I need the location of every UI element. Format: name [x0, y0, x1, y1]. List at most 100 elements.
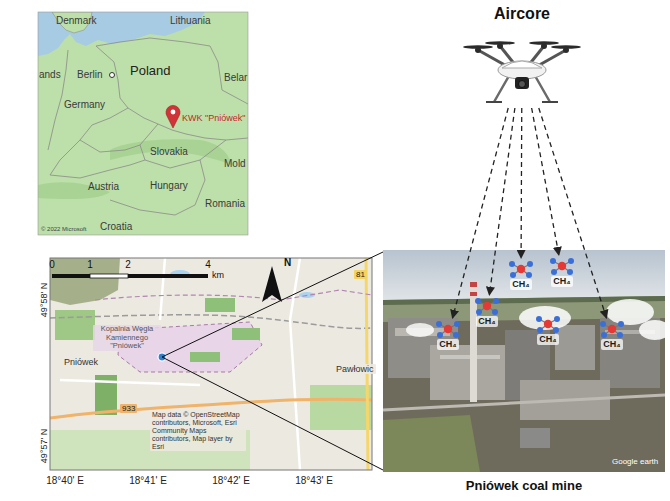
- location-pin: [166, 105, 180, 128]
- methane-molecule: CH₄: [533, 315, 563, 345]
- aerial-photo: [383, 250, 665, 472]
- hydrogen-atom: [550, 258, 556, 264]
- minor-road: [290, 258, 300, 470]
- drone-shell: [502, 61, 542, 68]
- sampling-arrow: [489, 108, 515, 295]
- photo-parking: [520, 428, 550, 448]
- drone-body: [498, 61, 546, 79]
- country-name: Austria: [88, 181, 119, 193]
- country-name: Germany: [64, 99, 105, 111]
- scale-bar: [52, 274, 208, 278]
- photo-caption: Pniówek coal mine: [383, 478, 665, 493]
- methane-molecule: CH₄: [506, 260, 536, 290]
- drone-foot: [486, 101, 558, 103]
- watermark: Google earth: [612, 457, 658, 466]
- place-name: Pawłowic: [334, 364, 376, 374]
- drone-motor: [475, 47, 481, 53]
- map-ground: [50, 258, 372, 470]
- molecule-label: CH₄: [510, 279, 531, 290]
- carbon-atom: [444, 325, 452, 333]
- country-name: Mold: [224, 158, 246, 170]
- molecule-icon: [507, 260, 535, 279]
- latitude-label: 49°58' N: [39, 283, 49, 317]
- molecule-label: CH₄: [476, 316, 497, 327]
- hydrogen-atom: [492, 309, 498, 315]
- land-area: [38, 12, 248, 235]
- drone-icon: [452, 24, 592, 108]
- north-arrow: [262, 266, 282, 302]
- country-name: Belar: [224, 72, 247, 84]
- hydrogen-atom: [453, 332, 459, 338]
- molecule-icon: [534, 315, 562, 334]
- molecule-icon: [548, 257, 576, 276]
- location-pin: [166, 105, 180, 128]
- carbon-atom: [517, 265, 525, 273]
- hydrogen-atom: [536, 316, 542, 322]
- country-name: Slovakia: [150, 146, 188, 158]
- hydrogen-atom: [600, 321, 606, 327]
- mountain-shading: [110, 139, 232, 165]
- scale-number: 4: [205, 259, 211, 271]
- country-border: [110, 200, 175, 215]
- hydrogen-atom: [553, 327, 559, 333]
- longitude-label: 18°43' E: [295, 475, 333, 487]
- hydrogen-atom: [527, 261, 533, 267]
- drone-motor: [541, 43, 547, 49]
- place-name: Pniówek: [64, 357, 98, 367]
- photo-sky: [383, 250, 665, 302]
- scale-number: 1: [87, 259, 93, 271]
- map-attribution: Map data © OpenStreetMap contributors, M…: [150, 411, 246, 451]
- molecule-icon: [598, 320, 626, 339]
- hydrogen-atom: [551, 269, 557, 275]
- hydrogen-atom: [509, 261, 515, 267]
- north-label: N: [284, 257, 291, 269]
- latitude-label: 49°57' N: [39, 429, 49, 463]
- hydrogen-atom: [526, 272, 532, 278]
- hydrogen-atom: [567, 269, 573, 275]
- molecule-label: CH₄: [551, 276, 572, 287]
- hydrogen-atom: [618, 321, 624, 327]
- hydrogen-atom: [568, 258, 574, 264]
- photo-road: [383, 395, 665, 410]
- methane-molecule: CH₄: [433, 320, 463, 350]
- hydrogen-atom: [475, 298, 481, 304]
- steam-plume: [639, 320, 665, 340]
- hydrogen-atom: [436, 321, 442, 327]
- molecule-icon: [473, 297, 501, 316]
- drone-node: Aircore: [452, 4, 592, 108]
- chimney: [470, 292, 477, 296]
- road-number: 933: [120, 404, 137, 413]
- green-area: [310, 385, 372, 430]
- scale-number: 0: [49, 259, 55, 271]
- capital-dot: [110, 73, 115, 78]
- hydrogen-atom: [554, 316, 560, 322]
- road-number: 81: [354, 270, 367, 279]
- drone-camera: [515, 77, 529, 89]
- drone-rotor: [463, 41, 581, 53]
- methane-molecule: CH₄: [597, 320, 627, 350]
- drone-lens: [519, 81, 526, 88]
- hydrogen-atom: [476, 309, 482, 315]
- hydrogen-atom: [454, 321, 460, 327]
- carbon-atom: [558, 262, 566, 270]
- longitude-label: 18°40' E: [46, 475, 84, 487]
- connector-group: [452, 108, 606, 318]
- sampling-arrow: [539, 108, 607, 318]
- photo-field: [383, 415, 480, 472]
- location-pin: [171, 110, 176, 115]
- hydrogen-atom: [601, 332, 607, 338]
- hydrogen-atom: [493, 298, 499, 304]
- city-name: Berlin: [77, 69, 103, 81]
- country-name: Hungary: [150, 180, 188, 192]
- methane-molecule: CH₄: [472, 297, 502, 327]
- copyright-note: © 2022 Microsoft: [41, 226, 86, 233]
- mine-name: Kopalnia Węgla Kamiennego "Pniówek": [93, 325, 161, 351]
- minor-road: [60, 380, 200, 385]
- country-border: [50, 140, 145, 178]
- hydrogen-atom: [537, 327, 543, 333]
- drone-arm: [478, 46, 566, 68]
- country-border: [96, 38, 248, 104]
- overview-map: [38, 12, 248, 235]
- sampling-arrow: [520, 108, 522, 258]
